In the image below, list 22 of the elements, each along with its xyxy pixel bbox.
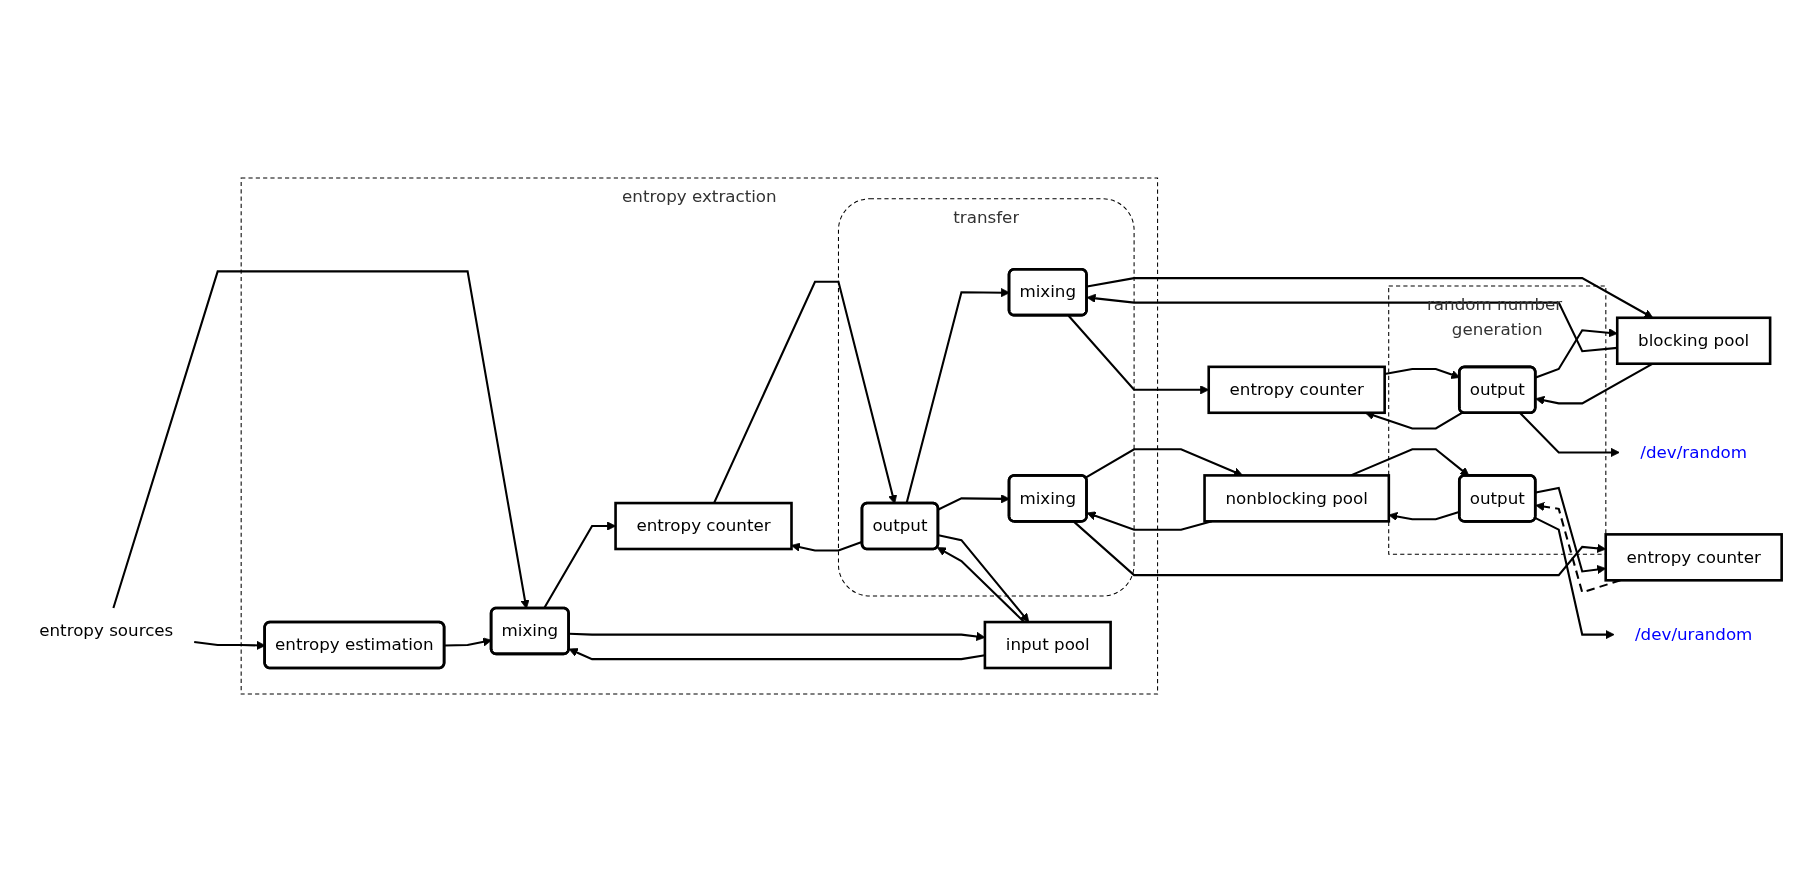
node-box: blocking pool bbox=[1615, 316, 1771, 365]
node-box: entropy counter bbox=[613, 501, 793, 551]
arrow bbox=[111, 270, 529, 609]
arrow bbox=[1072, 521, 1606, 577]
arrow bbox=[1535, 486, 1606, 575]
node-text: /dev/urandom bbox=[1634, 624, 1752, 644]
arrow bbox=[936, 547, 1025, 623]
arrow bbox=[568, 631, 985, 641]
arrow bbox=[1067, 315, 1209, 395]
arrow bbox=[1084, 448, 1243, 479]
node-box: input pool bbox=[983, 620, 1112, 670]
arrow bbox=[937, 534, 1029, 623]
node-box: nonblocking pool bbox=[1202, 474, 1390, 523]
arrow bbox=[712, 280, 897, 504]
node-text: /dev/random bbox=[1639, 442, 1747, 462]
node-box: entropy counter bbox=[1206, 365, 1386, 415]
arrow bbox=[1519, 412, 1620, 458]
arrow bbox=[1364, 411, 1463, 430]
node-box: entropy counter bbox=[1603, 533, 1783, 582]
arrow bbox=[1534, 517, 1615, 640]
node-text: entropy sources bbox=[38, 620, 173, 641]
arrow bbox=[568, 648, 985, 661]
